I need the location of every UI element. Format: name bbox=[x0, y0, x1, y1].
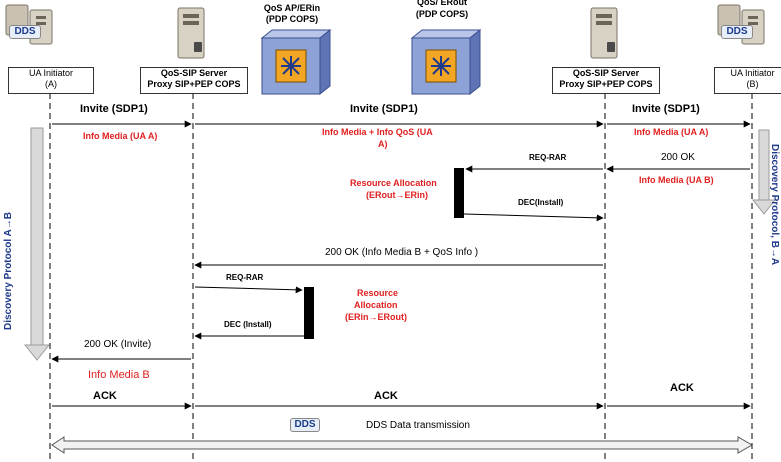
dds-transmission-logo: DDS bbox=[290, 418, 320, 432]
qos-ap-title: QoS AP/ERin bbox=[263, 3, 321, 13]
discovery-arrow-a-b bbox=[23, 127, 51, 361]
ua-b-label-box: UA Initiator (B) bbox=[714, 67, 781, 94]
req-rar-label-2: REQ-RAR bbox=[226, 273, 264, 282]
discovery-arrow-b-a bbox=[751, 129, 777, 215]
server-b-icon bbox=[590, 7, 618, 59]
ua-b-dds-logo: DDS bbox=[721, 25, 753, 39]
info-media-b-label-2: Info Media B bbox=[88, 369, 150, 381]
invite-label-3: Invite (SDP1) bbox=[632, 103, 700, 115]
info-media-qos-label-2: A) bbox=[378, 139, 388, 149]
ok-200-invite-label: 200 OK (Invite) bbox=[84, 339, 152, 350]
resource-allocation-2-line2: Allocation bbox=[354, 300, 398, 310]
server-a-icon bbox=[177, 7, 205, 59]
qos-erout-router-icon bbox=[410, 28, 482, 96]
dec-install-label-1: DEC(Install) bbox=[518, 198, 564, 207]
ack-label-1: ACK bbox=[93, 390, 117, 402]
lifelines bbox=[49, 93, 753, 462]
server-b-label-line1: QoS-SIP Server bbox=[572, 68, 640, 78]
req-rar-label-1: REQ-RAR bbox=[529, 153, 567, 162]
ok-200-qos-label: 200 OK (Info Media B + QoS Info ) bbox=[325, 247, 479, 258]
server-b-label-box: QoS-SIP Server Proxy SIP+PEP COPS bbox=[552, 67, 660, 94]
resource-allocation-1-title: Resource Allocation bbox=[350, 178, 437, 188]
info-media-b-label: Info Media (UA B) bbox=[639, 175, 714, 185]
ua-a-dds-logo: DDS bbox=[9, 25, 41, 39]
resource-allocation-1-detail: (ERout→ERin) bbox=[366, 190, 428, 200]
qos-ap-router-icon bbox=[260, 28, 332, 96]
info-media-a-label-3: Info Media (UA A) bbox=[634, 127, 709, 137]
ua-a-label-line1: UA Initiator bbox=[28, 68, 74, 78]
info-media-a-label-1: Info Media (UA A) bbox=[83, 131, 158, 141]
ack-label-3: ACK bbox=[670, 382, 694, 394]
resource-allocation-2-line3: (ERin→ERout) bbox=[345, 312, 407, 322]
server-b-label-line2: Proxy SIP+PEP COPS bbox=[559, 79, 653, 89]
discovery-protocol-b-a-label: Discovery Protocol, B→A bbox=[769, 144, 780, 266]
qos-erout-subtitle: (PDP COPS) bbox=[415, 9, 469, 19]
server-a-label-line1: QoS-SIP Server bbox=[160, 68, 228, 78]
server-a-label-box: QoS-SIP Server Proxy SIP+PEP COPS bbox=[140, 67, 248, 94]
info-media-qos-label-1: Info Media + Info QoS (UA bbox=[322, 127, 433, 137]
qos-ap-subtitle: (PDP COPS) bbox=[265, 14, 319, 24]
discovery-protocol-a-b-label: Discovery Protocol A→B bbox=[3, 212, 14, 330]
resource-allocation-2-line1: Resource bbox=[357, 288, 399, 298]
invite-label-2: Invite (SDP1) bbox=[350, 103, 418, 115]
activation-bar-erin bbox=[304, 287, 314, 339]
invite-label-1: Invite (SDP1) bbox=[80, 103, 148, 115]
dec-install-label-2: DEC (Install) bbox=[224, 320, 272, 329]
arrow-req-rar-2 bbox=[194, 286, 303, 294]
dds-transmission-label: DDS Data transmission bbox=[366, 420, 470, 431]
ok-200-label: 200 OK bbox=[661, 152, 695, 163]
ack-label-2: ACK bbox=[374, 390, 398, 402]
dds-transmission-arrow bbox=[51, 436, 754, 454]
arrow-dec-install-1 bbox=[463, 213, 604, 222]
ua-b-label-line2: (B) bbox=[746, 79, 759, 89]
ua-a-label-box: UA Initiator (A) bbox=[8, 67, 94, 94]
qos-erout-title: QoS/ ERout bbox=[417, 0, 467, 7]
ua-a-label-line2: (A) bbox=[45, 79, 57, 89]
server-a-label-line2: Proxy SIP+PEP COPS bbox=[147, 79, 241, 89]
ua-b-label-line1: UA Initiator bbox=[730, 68, 775, 78]
activation-bar-erout bbox=[454, 168, 464, 218]
